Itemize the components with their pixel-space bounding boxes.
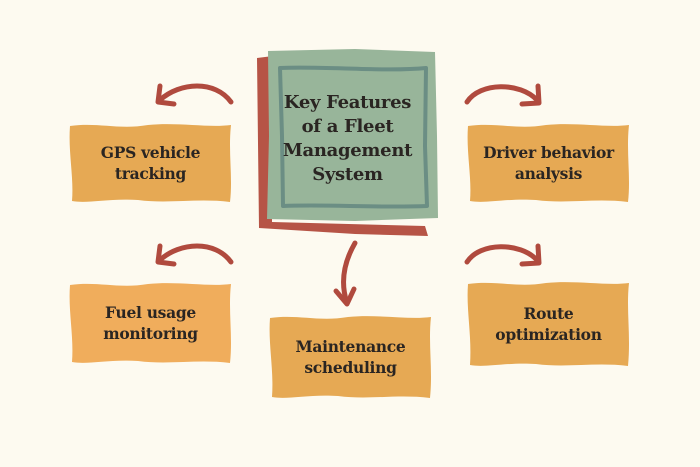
feature-label-line: GPS vehicle (100, 143, 201, 162)
feature-card-driver-behavior: Driver behavior analysis (466, 122, 631, 204)
arrow-to-gps (155, 83, 234, 107)
card-shape (69, 124, 231, 202)
card-shape (467, 124, 629, 202)
card-shape (467, 282, 629, 366)
center-topic-card: Key Features of a Fleet Management Syste… (255, 46, 440, 236)
center-card-shape (257, 49, 438, 236)
feature-label-line: monitoring (103, 324, 198, 343)
feature-card-route-optimization: Route optimization (466, 280, 631, 368)
arrow-to-maintenance (333, 240, 358, 307)
feature-card-gps: GPS vehicle tracking (68, 122, 233, 204)
center-topic-title: Key Features of a Fleet Management Syste… (282, 91, 413, 185)
feature-card-fuel-usage: Fuel usage monitoring (68, 281, 233, 365)
feature-label-line: analysis (514, 164, 583, 183)
arrow-to-driver (464, 83, 542, 107)
feature-label-line: Route (523, 304, 574, 323)
arrow-to-fuel (155, 243, 234, 267)
card-shape (69, 283, 231, 363)
feature-label-line: tracking (114, 164, 187, 183)
arrow-to-route (464, 243, 542, 267)
feature-label-line: Fuel usage (105, 303, 196, 322)
card-shape (269, 316, 431, 398)
feature-label-line: Maintenance (295, 337, 406, 356)
feature-card-maintenance: Maintenance scheduling (268, 314, 433, 400)
feature-label-line: scheduling (304, 358, 397, 377)
feature-label-line: Driver behavior (483, 143, 614, 162)
feature-label-line: optimization (495, 325, 602, 344)
